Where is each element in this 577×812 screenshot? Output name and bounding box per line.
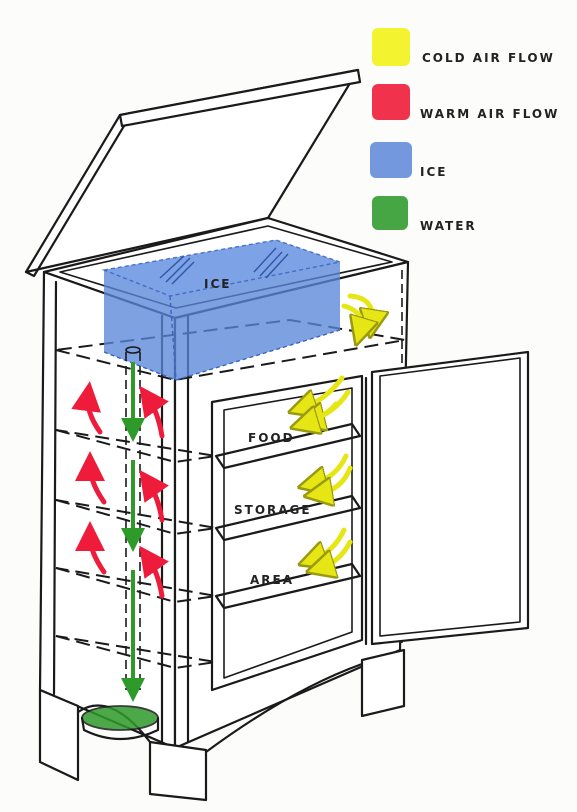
door bbox=[366, 352, 528, 644]
legend-swatch-cold-air bbox=[372, 28, 410, 66]
legend-label-ice: ICE bbox=[420, 165, 447, 179]
legend-swatch-ice bbox=[370, 142, 412, 178]
drip-pan bbox=[82, 706, 158, 730]
ice-label: ICE bbox=[204, 277, 231, 291]
legend-swatch-warm-air bbox=[372, 84, 410, 120]
legend-label-cold-air: COLD AIR FLOW bbox=[422, 51, 555, 65]
area-label: AREA bbox=[250, 573, 294, 587]
food-label: FOOD bbox=[248, 431, 295, 445]
legend-item-warm-air: WARM AIR FLOW bbox=[372, 84, 559, 121]
legend-item-ice: ICE bbox=[370, 142, 447, 179]
legend-label-warm-air: WARM AIR FLOW bbox=[420, 107, 559, 121]
legend-swatch-water bbox=[372, 196, 408, 230]
legend-item-water: WATER bbox=[372, 196, 477, 233]
legend: COLD AIR FLOW WARM AIR FLOW ICE WATER bbox=[370, 28, 559, 233]
legend-label-water: WATER bbox=[420, 219, 477, 233]
storage-label: STORAGE bbox=[234, 503, 312, 517]
legend-item-cold-air: COLD AIR FLOW bbox=[372, 28, 555, 66]
